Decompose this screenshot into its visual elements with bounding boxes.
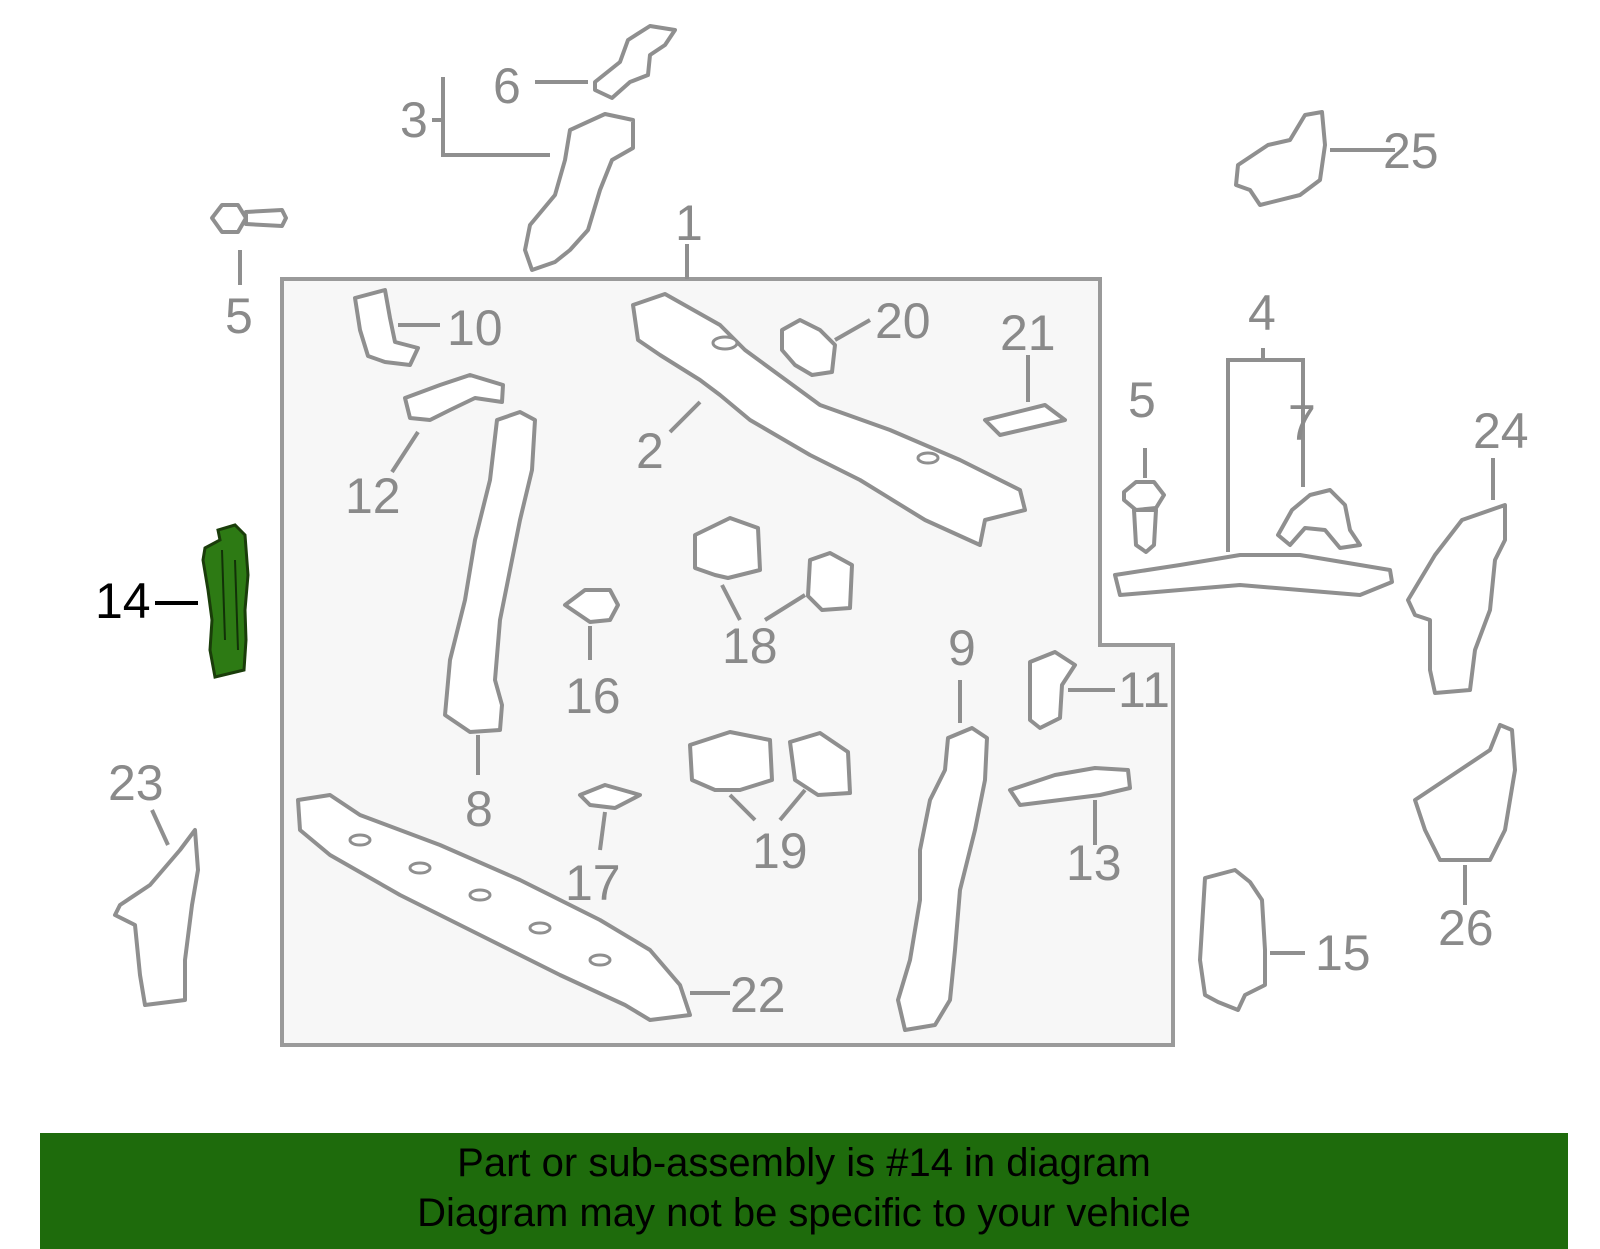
- label-7: 7: [1288, 395, 1316, 451]
- label-4: 4: [1248, 285, 1276, 341]
- label-5-right: 5: [1128, 372, 1156, 428]
- info-banner: Part or sub-assembly is #14 in diagram D…: [40, 1133, 1568, 1249]
- part-5-bolt-right: [1122, 480, 1166, 554]
- label-19: 19: [752, 823, 808, 879]
- label-15: 15: [1315, 925, 1371, 981]
- label-12: 12: [345, 468, 401, 524]
- label-16: 16: [565, 668, 621, 724]
- part-4-bar: [1113, 553, 1394, 597]
- label-6: 6: [493, 58, 521, 114]
- part-10-bracket: [353, 288, 420, 367]
- part-15-bracket: [1198, 868, 1267, 1012]
- label-14: 14: [95, 573, 151, 629]
- label-5-left: 5: [225, 288, 253, 344]
- label-23: 23: [108, 755, 164, 811]
- part-17-pad: [578, 783, 642, 810]
- label-26: 26: [1438, 900, 1494, 956]
- label-18: 18: [722, 618, 778, 674]
- part-2-upper-tie-bar: [631, 292, 1027, 547]
- part-24-bracket: [1406, 503, 1507, 695]
- part-9-support: [896, 726, 989, 1032]
- part-25-bracket: [1234, 110, 1327, 207]
- part-6-bracket: [593, 24, 677, 100]
- part-13-bracket: [1008, 766, 1132, 807]
- part-23-bracket: [113, 828, 200, 1007]
- part-19-mount-left: [688, 730, 774, 792]
- part-16-clip: [563, 588, 620, 624]
- label-13: 13: [1066, 835, 1122, 891]
- label-8: 8: [465, 781, 493, 837]
- label-22: 22: [730, 967, 786, 1023]
- part-19-mount-right: [788, 731, 852, 797]
- part-20-bracket: [780, 318, 837, 377]
- part-3-bracket: [523, 112, 635, 272]
- label-1: 1: [675, 195, 703, 251]
- part-18-mount-left: [693, 516, 762, 580]
- part-12-bracket: [403, 373, 505, 422]
- part-14-highlighted: [201, 523, 250, 679]
- part-11-bracket: [1028, 650, 1077, 730]
- label-24: 24: [1473, 403, 1529, 459]
- part-7-bracket: [1276, 488, 1362, 550]
- label-2: 2: [636, 423, 664, 479]
- label-21: 21: [1000, 305, 1056, 361]
- leader-lines: [150, 77, 1495, 995]
- part-8-support: [443, 410, 537, 734]
- label-20: 20: [875, 293, 931, 349]
- label-9: 9: [948, 620, 976, 676]
- part-26-bracket: [1413, 723, 1517, 862]
- label-11: 11: [1118, 662, 1170, 718]
- part-5-bolt-left: [210, 203, 288, 234]
- label-25: 25: [1383, 123, 1439, 179]
- banner-line-1: Part or sub-assembly is #14 in diagram: [457, 1141, 1151, 1185]
- part-21-plate: [983, 403, 1067, 437]
- label-10: 10: [447, 300, 503, 356]
- label-17: 17: [565, 855, 621, 911]
- banner-line-2: Diagram may not be specific to your vehi…: [417, 1191, 1191, 1235]
- label-3: 3: [400, 92, 428, 148]
- part-18-mount-right: [806, 551, 854, 612]
